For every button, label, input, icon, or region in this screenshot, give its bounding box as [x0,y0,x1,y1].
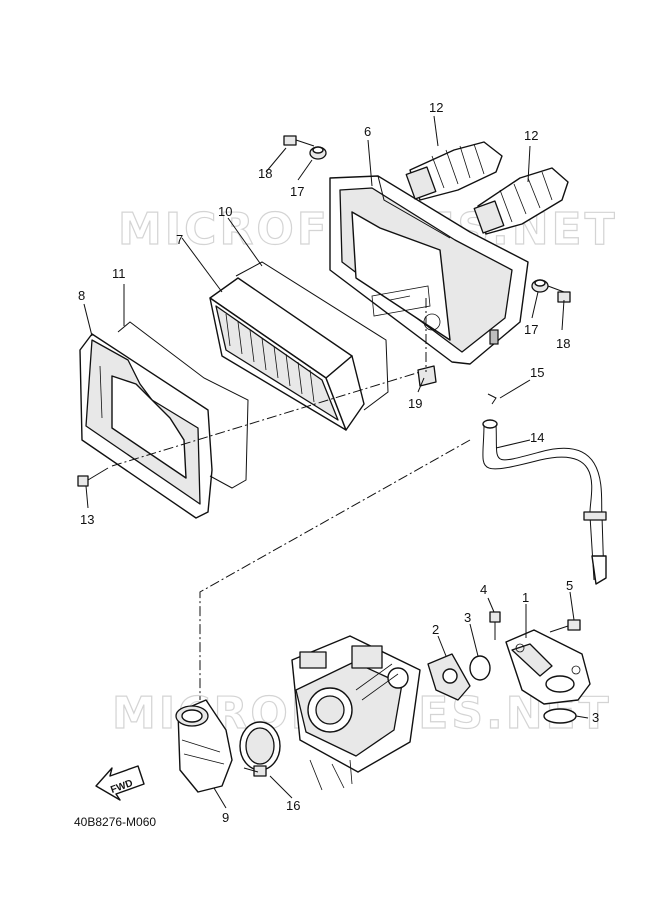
callout-10: 10 [218,204,232,219]
carburetor [291,635,421,791]
air-cleaner-cap [79,333,213,519]
callout-17a: 17 [290,184,304,199]
carb-joint-9 [175,699,233,793]
o-ring-3-lower [543,708,577,724]
screw-13 [77,467,109,487]
bolt-5 [549,619,581,633]
intake-manifold-1 [505,629,591,705]
drain-hose [482,419,607,585]
seal-11 [117,321,249,489]
callout-15: 15 [530,365,544,380]
assembly-line-2 [199,439,471,700]
callout-1: 1 [522,590,529,605]
diagram-code: 40B8276-M060 [74,815,156,829]
callout-16: 16 [286,798,300,813]
callout-18a: 18 [258,166,272,181]
gasket-2 [427,653,471,701]
callout-9: 9 [222,810,229,825]
joint-right [473,167,569,235]
clip-15 [487,393,497,405]
collar-17-right [531,279,549,293]
seal-10 [235,261,389,411]
callout-6: 6 [364,124,371,139]
air-filter-element [209,277,365,431]
callout-5: 5 [566,578,573,593]
collar-17-top [309,146,327,160]
o-ring-3-upper [469,655,491,681]
fwd-arrow: FWD [95,765,145,801]
callout-7: 7 [176,232,183,247]
callout-17b: 17 [524,322,538,337]
callout-18b: 18 [556,336,570,351]
bolt-4 [489,611,501,640]
callout-4: 4 [480,582,487,597]
callout-12a: 12 [429,100,443,115]
bolt-18-top [283,135,315,147]
callout-13: 13 [80,512,94,527]
clamp-19 [417,365,437,387]
callout-2: 2 [432,622,439,637]
hose-clamp-16 [239,721,281,777]
callout-8: 8 [78,288,85,303]
screw-16 [243,767,259,773]
joint-left [405,141,503,201]
callout-19: 19 [408,396,422,411]
callout-12b: 12 [524,128,538,143]
callout-11: 11 [112,266,126,281]
leader-lines [83,115,589,809]
callout-14: 14 [530,430,544,445]
bolt-18-right [547,285,571,303]
air-cleaner-case [329,175,529,365]
callout-3a: 3 [464,610,471,625]
callout-3b: 3 [592,710,599,725]
